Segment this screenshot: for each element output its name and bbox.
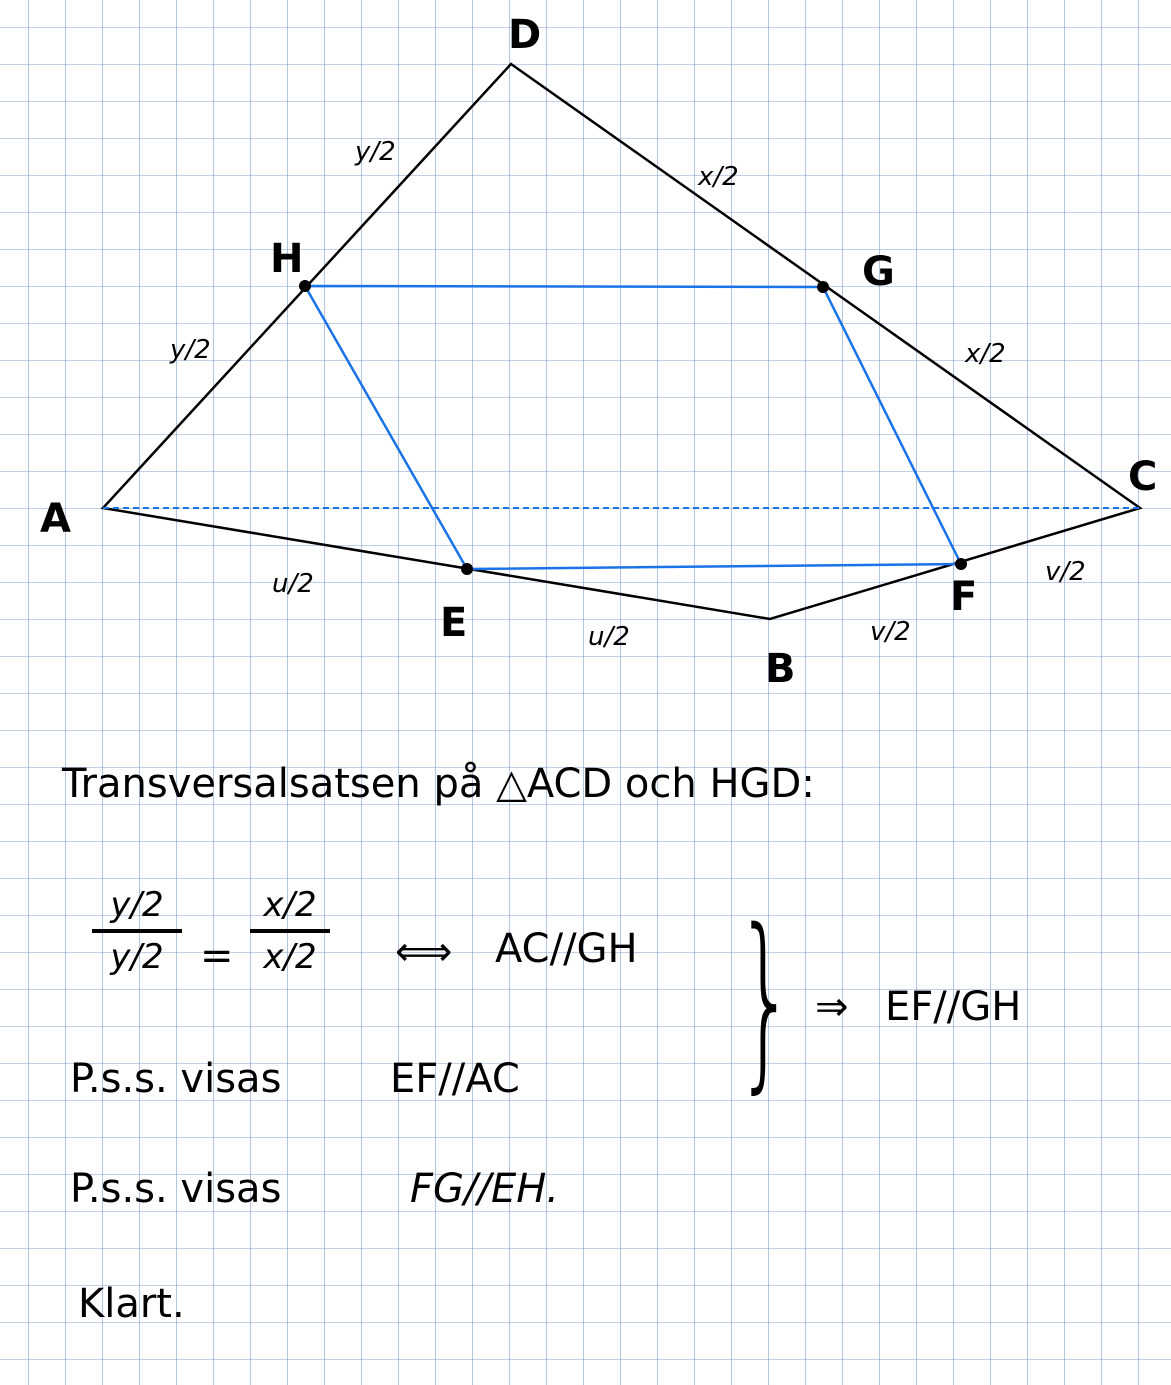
midpoint-dots <box>299 280 967 575</box>
curly-brace: } <box>735 889 796 1110</box>
iff-arrow: ⟺ <box>395 929 453 975</box>
theorem-line: Transversalsatsen på △ACD och HGD: <box>62 761 815 807</box>
label-dg: x/2 <box>697 162 739 192</box>
label-a: A <box>40 496 71 542</box>
label-bf: v/2 <box>870 617 911 647</box>
fraction-right-denominator: x/2 <box>263 937 317 977</box>
label-dh: y/2 <box>354 137 396 167</box>
implies-arrow: ⇒ <box>815 984 849 1030</box>
fraction-left-denominator: y/2 <box>110 937 164 977</box>
label-d: D <box>508 12 541 58</box>
label-h: H <box>270 236 303 282</box>
fg-parallel-eh: FG//EH. <box>410 1166 560 1212</box>
label-g: G <box>862 249 895 295</box>
ac-parallel-gh: AC//GH <box>495 926 638 972</box>
fraction-bar <box>92 929 182 933</box>
parallelogram-efgh <box>302 284 964 571</box>
fraction-right-numerator: x/2 <box>263 885 317 925</box>
fraction-bar <box>250 929 330 933</box>
quadrilateral-abcd <box>100 62 1143 621</box>
label-eb: u/2 <box>588 622 630 652</box>
fraction-right: x/2 x/2 <box>250 885 330 977</box>
label-e: E <box>440 600 467 646</box>
equals-sign: = <box>200 933 234 979</box>
label-fc: v/2 <box>1045 557 1086 587</box>
pss-line-2: P.s.s. visas <box>70 1166 282 1212</box>
label-f: F <box>950 574 977 620</box>
ef-parallel-ac: EF//AC <box>390 1056 520 1102</box>
fraction-left-numerator: y/2 <box>110 885 164 925</box>
ef-parallel-gh: EF//GH <box>885 984 1022 1030</box>
label-gc: x/2 <box>964 339 1006 369</box>
label-c: C <box>1128 454 1157 500</box>
pss-line-1: P.s.s. visas <box>70 1056 282 1102</box>
fraction-left: y/2 y/2 <box>92 885 182 977</box>
label-ae: u/2 <box>272 569 314 599</box>
done-text: Klart. <box>78 1281 185 1327</box>
label-ha: y/2 <box>169 335 211 365</box>
label-b: B <box>765 646 796 692</box>
